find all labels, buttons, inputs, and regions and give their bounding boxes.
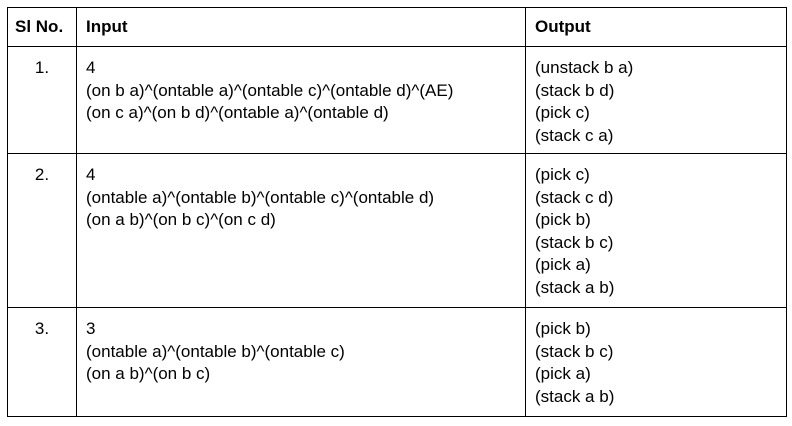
header-sl-no: Sl No.	[7, 7, 77, 47]
document-body: Sl No. Input Output 1. 4 (on b a)^(ontab…	[7, 7, 787, 417]
row-sl-no: 2.	[7, 153, 77, 308]
row-input: 4 (on b a)^(ontable a)^(ontable c)^(onta…	[76, 46, 526, 154]
input-line: 4	[86, 165, 96, 184]
output-line: (pick b)	[535, 319, 591, 338]
output-line: (stack a b)	[535, 277, 615, 297]
table-row: 1. 4 (on b a)^(ontable a)^(ontable c)^(o…	[7, 46, 787, 154]
table-row: 2. 4 (ontable a)^(ontable b)^(ontable c)…	[7, 153, 787, 308]
row-output: (pick b) (stack b c) (pick a) (stack a b…	[525, 307, 787, 417]
input-line: (on a b)^(on b c)^(on c d)	[86, 210, 276, 229]
input-line: 3	[86, 319, 96, 338]
output-line: (stack c d)	[535, 187, 614, 207]
table-header-row: Sl No. Input Output	[7, 7, 787, 47]
output-line: (stack b d)	[535, 80, 615, 100]
row-input: 4 (ontable a)^(ontable b)^(ontable c)^(o…	[76, 153, 526, 308]
table-row: 3. 3 (ontable a)^(ontable b)^(ontable c)…	[7, 307, 787, 417]
output-line: (unstack b a)	[535, 58, 634, 77]
row-output: (unstack b a) (stack b d) (pick c) (stac…	[525, 46, 787, 154]
output-line: (pick c)	[535, 103, 590, 122]
row-output: (pick c) (stack c d) (pick b) (stack b c…	[525, 153, 787, 308]
input-line: (on c a)^(on b d)^(ontable a)^(ontable d…	[86, 103, 389, 122]
output-line: (pick a)	[535, 255, 591, 274]
output-line: (pick c)	[535, 165, 590, 184]
header-input: Input	[76, 7, 526, 47]
output-line: (pick b)	[535, 210, 591, 229]
input-line: (on a b)^(on b c)	[86, 364, 211, 383]
input-line: (ontable a)^(ontable b)^(ontable c)	[86, 341, 345, 361]
output-line: (stack c a)	[535, 125, 614, 145]
input-line: (on b a)^(ontable a)^(ontable c)^(ontabl…	[86, 80, 454, 100]
output-line: (pick a)	[535, 364, 591, 383]
input-line: 4	[86, 58, 96, 77]
output-line: (stack a b)	[535, 386, 615, 406]
row-sl-no: 3.	[7, 307, 77, 417]
planning-table: Sl No. Input Output 1. 4 (on b a)^(ontab…	[7, 7, 787, 417]
header-output: Output	[525, 7, 787, 47]
row-sl-no: 1.	[7, 46, 77, 154]
input-line: (ontable a)^(ontable b)^(ontable c)^(ont…	[86, 187, 435, 207]
output-line: (stack b c)	[535, 341, 614, 361]
output-line: (stack b c)	[535, 232, 614, 252]
row-input: 3 (ontable a)^(ontable b)^(ontable c) (o…	[76, 307, 526, 417]
